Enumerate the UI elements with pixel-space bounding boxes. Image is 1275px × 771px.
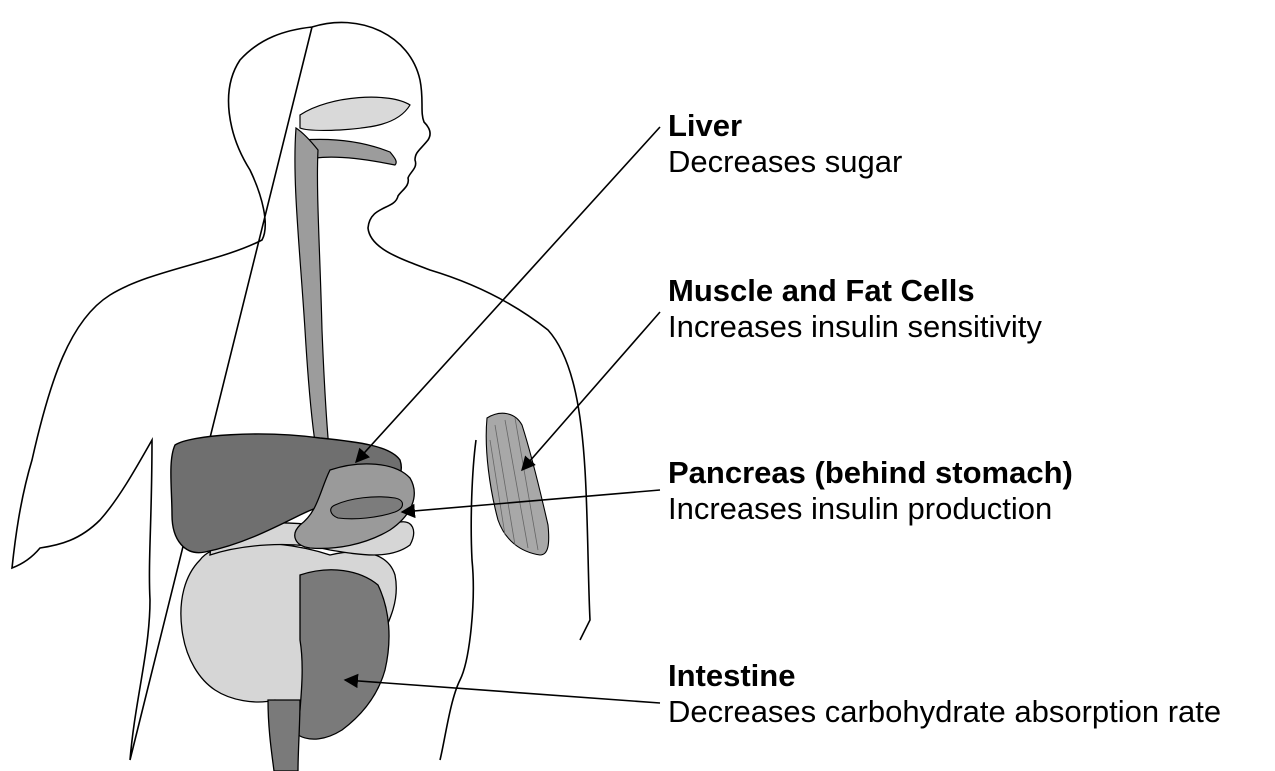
large-intestine — [298, 570, 389, 739]
esophagus — [295, 128, 330, 460]
intestine-description: Decreases carbohydrate absorption rate — [668, 694, 1268, 730]
label-liver: Liver Decreases sugar — [668, 108, 902, 180]
liver-title: Liver — [668, 108, 902, 144]
pancreas-description: Increases insulin production — [668, 491, 1073, 527]
muscle-pointer — [522, 312, 660, 470]
intestine-pointer — [345, 680, 660, 703]
muscle-fat-description: Increases insulin sensitivity — [668, 309, 1042, 345]
liver-pointer — [356, 127, 660, 462]
muscle-fat-cells — [486, 413, 549, 555]
nasal-cavity — [300, 97, 410, 130]
liver-description: Decreases sugar — [668, 144, 902, 180]
pancreas-title: Pancreas (behind stomach) — [668, 455, 1073, 491]
muscle-fat-title: Muscle and Fat Cells — [668, 273, 1042, 309]
intestine-title: Intestine — [668, 658, 1268, 694]
label-intestine: Intestine Decreases carbohydrate absorpt… — [668, 658, 1268, 730]
rectum — [268, 700, 300, 771]
label-pancreas: Pancreas (behind stomach) Increases insu… — [668, 455, 1073, 527]
label-muscle-fat-cells: Muscle and Fat Cells Increases insulin s… — [668, 273, 1042, 345]
